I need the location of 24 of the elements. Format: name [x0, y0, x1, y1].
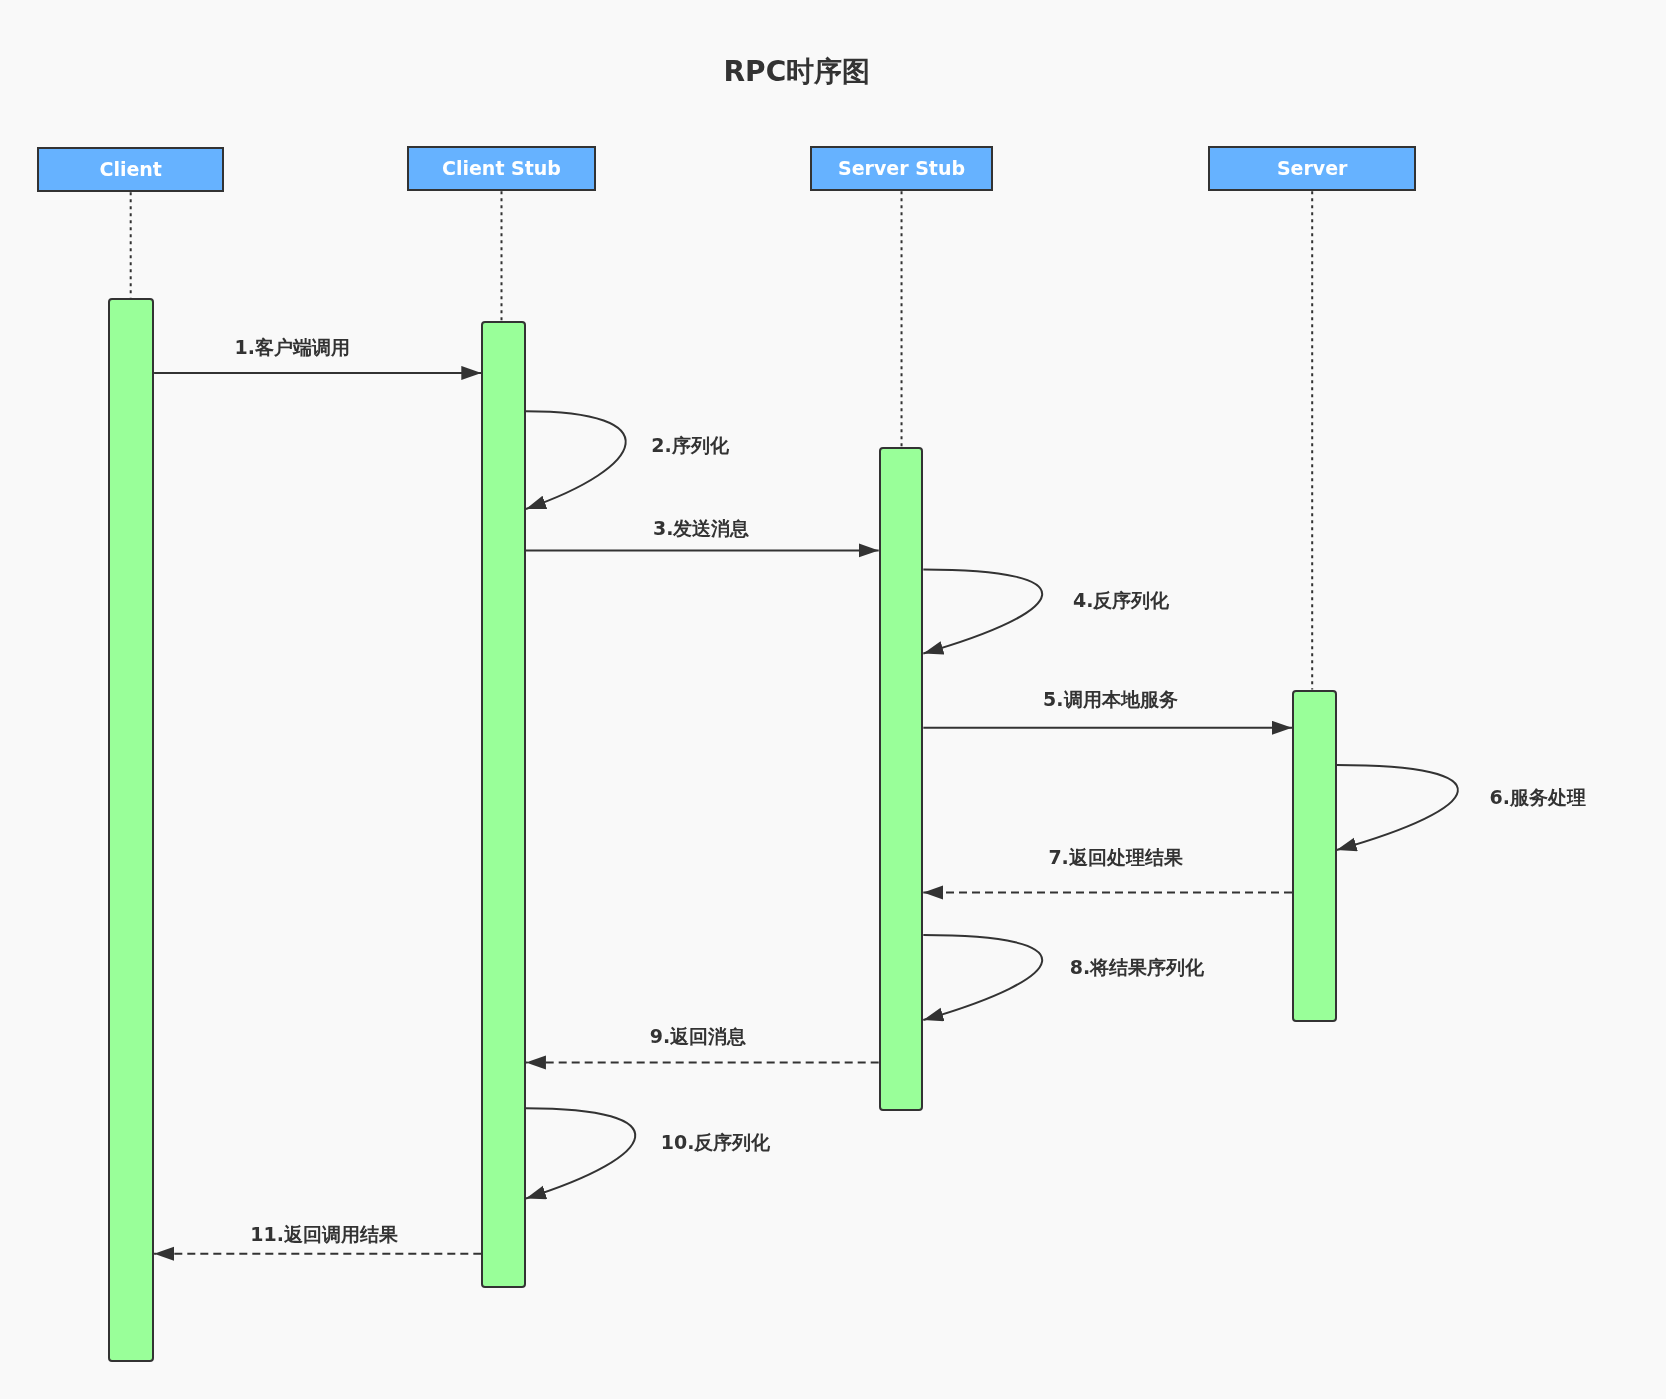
participant-box: Server: [1208, 145, 1417, 192]
self-message-arrow: [922, 568, 1044, 655]
lifeline: [500, 190, 503, 322]
self-message-arrow: [922, 934, 1044, 1021]
diagram-title: RPC时序图: [723, 54, 871, 91]
lifeline: [1311, 190, 1314, 691]
return-arrow: [153, 1246, 483, 1261]
self-message-arrow: [524, 1107, 637, 1200]
message-arrow: [153, 365, 483, 380]
participant-box: Client Stub: [406, 145, 597, 192]
participant-box: Client: [37, 146, 225, 193]
message-arrow: [524, 543, 880, 558]
self-message-arrow: [1335, 764, 1459, 851]
activation-bar: [108, 297, 155, 1363]
activation-bar: [481, 320, 526, 1288]
activation-bar: [878, 447, 924, 1112]
lifeline: [900, 190, 903, 449]
activation-bar: [1292, 689, 1337, 1023]
return-arrow: [524, 1055, 880, 1070]
lifeline: [129, 191, 132, 299]
participant-box: Server Stub: [809, 145, 994, 192]
return-arrow: [922, 885, 1293, 900]
self-message-arrow: [524, 410, 627, 510]
message-arrow: [922, 720, 1293, 735]
